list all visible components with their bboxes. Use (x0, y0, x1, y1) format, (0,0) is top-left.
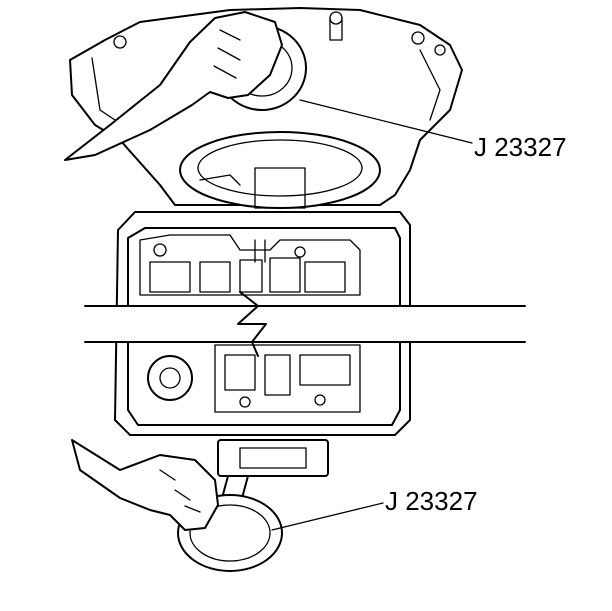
case-bore (179, 131, 381, 209)
section-break (84, 291, 526, 357)
lower-hand (71, 439, 219, 531)
callout-label-upper: J 23327 (474, 132, 567, 162)
leader-lower (271, 502, 384, 531)
valve-body-lower (147, 344, 361, 413)
callout-leaders (271, 99, 473, 531)
callout-label-lower: J 23327 (385, 486, 478, 516)
lower-plate (217, 439, 329, 477)
valve-body-upper (139, 234, 361, 296)
upper-hand (64, 11, 283, 161)
leader-upper (299, 99, 473, 144)
